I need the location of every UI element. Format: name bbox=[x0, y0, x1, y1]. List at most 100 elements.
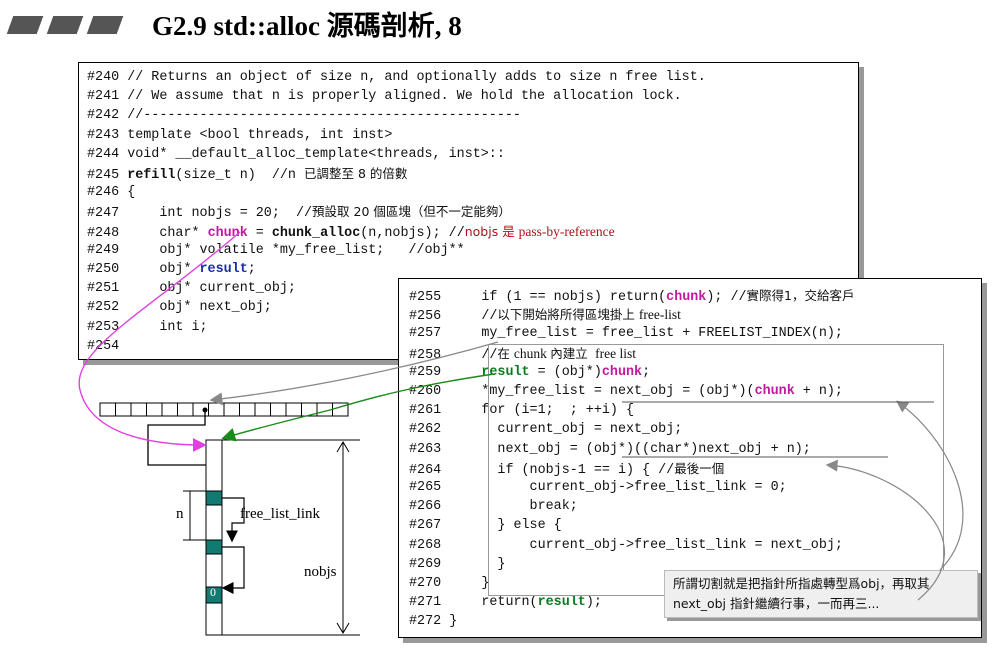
free-list-slot bbox=[208, 402, 225, 417]
code-token: } else { bbox=[441, 518, 562, 534]
free-list-slot bbox=[130, 402, 147, 417]
line-number: #240 bbox=[87, 70, 120, 85]
free-list-slot bbox=[177, 402, 194, 417]
page-title: G2.9 std::alloc 源碼剖析, 8 bbox=[152, 11, 462, 41]
line-number: #270 bbox=[409, 576, 442, 591]
link-arrow-2 bbox=[221, 546, 245, 594]
code-line: #259 result = (obj*)chunk; bbox=[409, 364, 650, 382]
code-token: chunk bbox=[513, 345, 551, 361]
free-list-to-chunk-arrow bbox=[147, 412, 206, 466]
code-box-refill-part1: #240 // Returns an object of size n, and… bbox=[78, 62, 859, 360]
code-token: char* bbox=[119, 225, 208, 241]
line-number: #247 bbox=[87, 206, 120, 222]
code-token: pass-by-reference bbox=[518, 223, 615, 239]
code-line: #270 } bbox=[409, 575, 489, 593]
code-line: #243 template <bool threads, int inst> bbox=[87, 127, 392, 145]
code-token: current_obj->free_list_link = 0; bbox=[441, 480, 787, 495]
line-number: #244 bbox=[87, 146, 120, 162]
code-token: obj* current_obj; bbox=[119, 281, 296, 297]
line-number: #252 bbox=[87, 300, 120, 316]
code-token: my_free_list = free_list + FREELIST_INDE… bbox=[441, 326, 843, 342]
code-token: current_obj = next_obj; bbox=[441, 422, 683, 438]
line-number: #269 bbox=[409, 556, 442, 572]
line-number: #265 bbox=[409, 480, 442, 495]
chunk-block-1 bbox=[205, 490, 223, 506]
line-number: #266 bbox=[409, 499, 442, 515]
annotation-curve-arrow-2 bbox=[896, 400, 964, 571]
line-number: #243 bbox=[87, 127, 120, 143]
line-number: #251 bbox=[87, 281, 120, 297]
code-token: // Returns an object of size n, and opti… bbox=[119, 70, 706, 85]
code-token: (size_t n) //n bbox=[175, 168, 304, 183]
label-zero: 0 bbox=[210, 585, 216, 599]
chunk-block-last bbox=[205, 586, 223, 604]
line-number: #242 bbox=[87, 108, 120, 124]
line-number: #249 bbox=[87, 242, 120, 258]
code-token: next_obj = (obj*)((char*)next_obj + n); bbox=[441, 441, 811, 457]
code-line: #262 current_obj = next_obj; bbox=[409, 421, 682, 439]
code-token: ; bbox=[642, 364, 651, 380]
chunk-pointer-arrow bbox=[78, 231, 241, 452]
code-token: result bbox=[199, 262, 248, 277]
code-line: #244 void* __default_alloc_template<thre… bbox=[87, 146, 505, 164]
code-token: ); bbox=[585, 595, 602, 611]
code-token: nobjs 是 bbox=[464, 223, 519, 239]
code-token: int i; bbox=[119, 319, 208, 335]
code-token: //--------------------------------------… bbox=[119, 108, 521, 124]
code-line: #268 current_obj->free_list_link = next_… bbox=[409, 537, 843, 555]
code-token: break; bbox=[441, 499, 578, 515]
code-token: // bbox=[441, 309, 498, 325]
code-token: chunk bbox=[601, 364, 643, 380]
line-number: #250 bbox=[87, 262, 120, 277]
line-number: #268 bbox=[409, 537, 442, 553]
code-token: = bbox=[247, 225, 272, 241]
code-line: #251 obj* current_obj; bbox=[87, 280, 296, 298]
code-token: free list bbox=[591, 345, 636, 361]
result-pointer-arrow bbox=[221, 373, 495, 442]
code-line: #241 // We assume that n is properly ali… bbox=[87, 88, 682, 106]
code-line: #256 //以下開始將所得區塊掛上 free-list bbox=[409, 306, 681, 326]
code-token: // We assume that n is properly aligned.… bbox=[119, 89, 682, 105]
code-token: 在 bbox=[497, 345, 514, 361]
code-line: #242 //---------------------------------… bbox=[87, 107, 521, 125]
code-line: #240 // Returns an object of size n, and… bbox=[87, 69, 706, 87]
code-line: #261 for (i=1; ; ++i) { bbox=[409, 402, 634, 420]
code-token: + n); bbox=[794, 384, 843, 399]
code-line: #269 } bbox=[409, 556, 505, 574]
code-token: template <bool threads, int inst> bbox=[119, 127, 393, 143]
code-token: return( bbox=[441, 595, 538, 611]
code-line: #249 obj* volatile *my_free_list; //obj*… bbox=[87, 242, 465, 260]
free-list-slot bbox=[115, 402, 132, 417]
code-line: #272 } bbox=[409, 613, 457, 631]
line-number: #267 bbox=[409, 518, 442, 534]
code-token: (n,nobjs); // bbox=[360, 225, 465, 241]
annotation-curve-arrow-1 bbox=[825, 459, 945, 601]
code-token: ); // bbox=[706, 290, 747, 305]
code-token: 實際得1，交給客戶 bbox=[746, 288, 855, 303]
code-line: #248 char* chunk = chunk_alloc(n,nobjs);… bbox=[87, 223, 615, 243]
code-line: #266 break; bbox=[409, 498, 578, 516]
code-token: chunk bbox=[754, 384, 795, 399]
code-token: if (1 == nobjs) return( bbox=[441, 290, 667, 305]
code-line: #253 int i; bbox=[87, 319, 208, 337]
label-nobjs: nobjs bbox=[304, 564, 337, 580]
line-number: #241 bbox=[87, 89, 120, 105]
code-line: #267 } else { bbox=[409, 517, 562, 535]
code-line: #247 int nobjs = 20; //預設取 20 個區塊（但不一定能夠… bbox=[87, 203, 511, 223]
code-token: { bbox=[119, 185, 136, 201]
code-token: } bbox=[441, 614, 458, 630]
link-arrow-1 bbox=[222, 497, 245, 543]
line-number: #257 bbox=[409, 326, 442, 342]
code-token: result bbox=[537, 595, 586, 611]
code-token: int nobjs = 20; // bbox=[119, 206, 313, 222]
code-token: if (nobjs-1 == i) { // bbox=[441, 462, 675, 478]
code-token: chunk bbox=[666, 290, 707, 305]
code-line: #265 current_obj->free_list_link = 0; bbox=[409, 479, 787, 497]
code-line: #246 { bbox=[87, 184, 135, 202]
code-token: free-list bbox=[638, 307, 681, 323]
line-number: #263 bbox=[409, 441, 442, 457]
code-token: = (obj*) bbox=[529, 364, 602, 380]
code-line: #250 obj* result; bbox=[87, 261, 256, 279]
chunk-column bbox=[205, 439, 223, 636]
free-list-slot bbox=[223, 402, 240, 417]
